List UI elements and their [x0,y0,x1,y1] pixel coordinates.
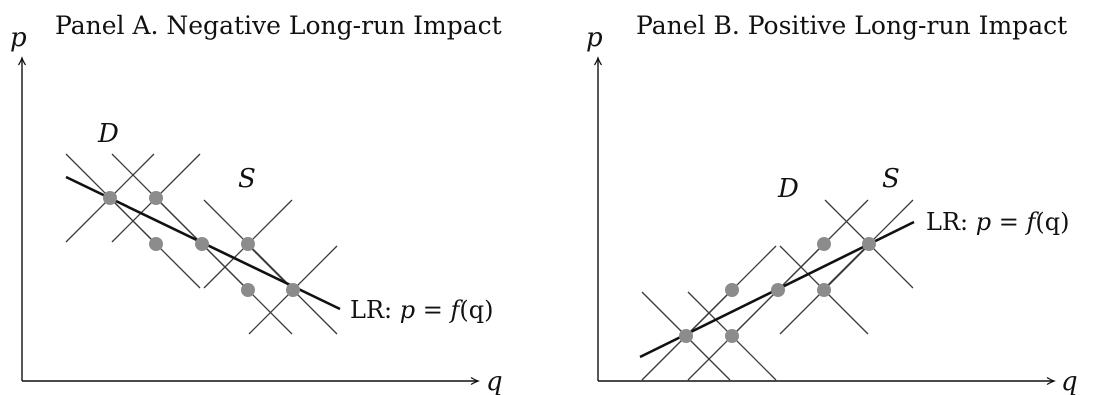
equilibrium-point [862,237,876,251]
equilibrium-point [725,283,739,297]
equilibrium-point [771,283,785,297]
panel-b-long-run-label: LR: p = f(q) [926,208,1069,236]
equilibrium-point [725,329,739,343]
panel-a-demand-label: D [97,119,119,149]
panel-a-title: Panel A. Negative Long-run Impact [55,11,502,40]
equilibrium-point [241,283,255,297]
equilibrium-point [679,329,693,343]
equilibrium-point [149,191,163,205]
panel-b-demand-label: D [777,174,799,204]
panel-b-equilibrium-points [679,237,876,343]
panel-b: Panel B. Positive Long-run Impact p q D … [586,11,1078,395]
panel-b-y-axis-label: p [586,23,603,53]
panel-b-supply-label: S [882,164,900,194]
panel-a-y-axis-label: p [10,23,27,53]
equilibrium-point [103,191,117,205]
equilibrium-point [286,283,300,297]
equilibrium-point [241,237,255,251]
equilibrium-point [149,237,163,251]
panel-a-supply-label: S [238,164,256,194]
panel-b-x-axis-label: q [1061,367,1078,395]
panel-a-long-run-label: LR: p = f(q) [350,296,493,324]
panel-a-equilibrium-points [103,191,300,297]
equilibrium-point [817,237,831,251]
panel-a: Panel A. Negative Long-run Impact p q D … [10,11,503,395]
equilibrium-point [817,283,831,297]
equilibrium-point [195,237,209,251]
panel-b-title: Panel B. Positive Long-run Impact [636,11,1067,40]
panel-a-x-axis-label: q [486,367,503,395]
